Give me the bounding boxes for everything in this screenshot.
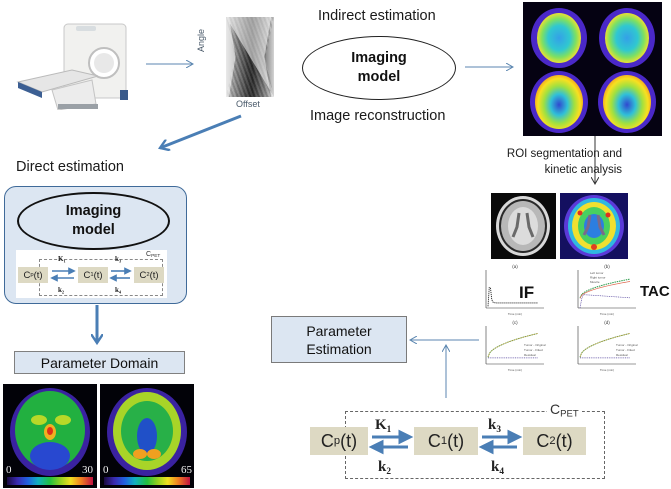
input-function-line (487, 287, 538, 307)
parameter-estimation-line2: Estimation (306, 340, 372, 357)
parameter-domain-box: Parameter Domain (14, 351, 185, 374)
k4-arrowhead (109, 274, 117, 282)
k1-label-large: K1 (375, 417, 392, 435)
legend-entry: Left tumor (590, 271, 604, 275)
pet-roi-image (560, 193, 628, 259)
legend-entry: Muscle (590, 280, 600, 284)
k3-arrowhead (124, 267, 132, 275)
x-axis-label: Time (min) (508, 312, 522, 316)
imaging-model-line1: Imaging (351, 50, 407, 66)
sinogram-offset-label: Offset (236, 99, 260, 109)
tumor-fitted-line (579, 333, 631, 358)
cpet-label: CPET (144, 251, 163, 260)
sinogram-image (226, 17, 274, 97)
pet-slice (593, 69, 661, 134)
panel-label: (d) (604, 320, 610, 325)
right-tumor-line (579, 278, 631, 299)
legend-entry: Right tumor (590, 276, 606, 280)
imaging-model-ellipse-direct: Imaging model (17, 192, 170, 250)
colorbar-min: 0 (6, 464, 12, 476)
k2-label-large: k2 (378, 459, 391, 477)
cpet-label-large: CPET (547, 401, 582, 420)
legend-entry: Tumor - Fitted (616, 348, 635, 352)
k4-label-large: k4 (491, 459, 504, 477)
x-axis-label: Time (min) (600, 312, 614, 316)
pet-scanner-image (12, 20, 132, 111)
parametric-image-vt: 0 65 (100, 384, 194, 488)
direct-estimation-heading: Direct estimation (16, 159, 124, 175)
k1-arrowhead (68, 267, 76, 275)
colorbar (7, 477, 93, 485)
pet-slice (593, 4, 661, 69)
k3-label: k3 (115, 255, 122, 264)
legend-entry: Residual (524, 353, 536, 357)
colorbar-min: 0 (103, 464, 109, 476)
indirect-estimation-heading: Indirect estimation (318, 8, 436, 24)
legend-entry: Tumor - Original (524, 343, 546, 347)
colorbar (104, 477, 190, 485)
image-reconstruction-label: Image reconstruction (310, 108, 446, 124)
panel-label: (a) (512, 264, 518, 269)
k2-label: k2 (58, 286, 65, 295)
direct-estimation-arrow (160, 114, 242, 148)
left-tumor-line (579, 281, 631, 299)
colorbar-max: 65 (181, 464, 192, 476)
tac-label: TAC (640, 283, 670, 300)
pet-slice (525, 4, 593, 69)
imaging-model-ellipse-indirect: Imaging model (302, 36, 456, 100)
if-label: IF (519, 283, 535, 302)
parameter-estimation-box: Parameter Estimation (271, 316, 407, 363)
muscle-line (579, 294, 631, 309)
roi-line2: kinetic analysis (544, 164, 622, 176)
imaging-model-line1: Imaging (65, 203, 122, 219)
k1-label: K1 (58, 255, 66, 264)
x-axis-label: Time (min) (508, 368, 522, 372)
k2-arrowhead (50, 274, 58, 282)
pet-scanner-icon (16, 23, 128, 111)
legend-entry: Residual (616, 353, 628, 357)
panel-label: (c) (512, 320, 518, 325)
reconstructed-pet-images (523, 2, 662, 136)
imaging-model-line2: model (357, 69, 401, 85)
pet-slice (525, 69, 593, 134)
parametric-image-k1: 0 30 (3, 384, 97, 488)
sinogram-angle-label: Angle (196, 28, 206, 52)
k3-label-large: k3 (488, 417, 501, 435)
imaging-model-line2: model (72, 222, 115, 238)
x-axis-label: Time (min) (600, 368, 614, 372)
roi-line1: ROI segmentation and (506, 148, 622, 160)
parameter-estimation-line1: Parameter (306, 322, 372, 339)
tumor-fitted-line (487, 333, 539, 358)
colorbar-max: 30 (82, 464, 93, 476)
roi-segmentation-label: ROI segmentation and kinetic analysis (494, 146, 622, 178)
legend-entry: Tumor - Original (616, 343, 638, 347)
k4-label: k4 (115, 286, 122, 295)
mri-brain-image (491, 193, 556, 259)
panel-label: (b) (604, 264, 610, 269)
legend-entry: Tumor - Fitted (524, 348, 543, 352)
